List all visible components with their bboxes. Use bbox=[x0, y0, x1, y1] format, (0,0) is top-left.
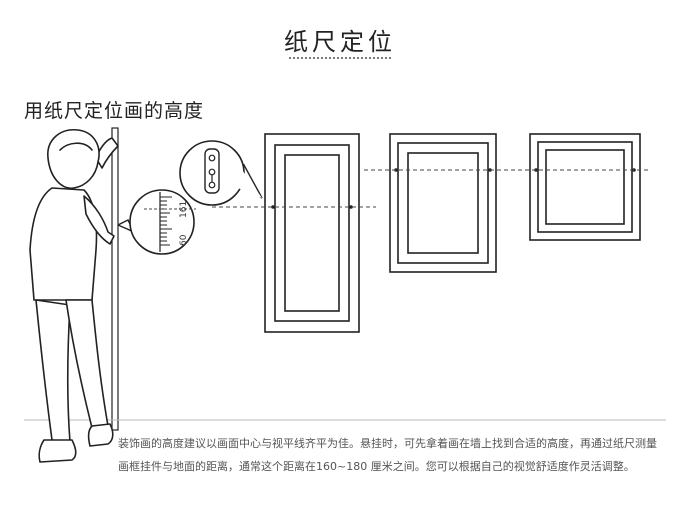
ruler-label-60: 60 bbox=[179, 234, 189, 246]
hanger-hook-icon bbox=[204, 148, 220, 194]
hanger-point-2 bbox=[349, 205, 353, 209]
description-text: 装饰画的高度建议以画面中心与视平线齐平为佳。悬挂时，可先拿着画在墙上找到合适的高… bbox=[118, 437, 657, 473]
ruler-magnifier: 161 60 bbox=[116, 189, 196, 255]
paper-ruler bbox=[111, 127, 119, 431]
hanger-point-1 bbox=[271, 205, 275, 209]
hanger-magnifier bbox=[179, 140, 263, 206]
person-figure bbox=[29, 129, 119, 463]
frame-medium bbox=[389, 133, 497, 273]
title-dotted-underline bbox=[288, 56, 392, 60]
page-title: 纸尺定位 bbox=[284, 28, 396, 56]
ruler-label-161: 161 bbox=[179, 201, 189, 218]
section-subtitle: 用纸尺定位画的高度 bbox=[24, 100, 205, 122]
frame-tall bbox=[264, 133, 360, 333]
frame-square bbox=[529, 133, 641, 241]
